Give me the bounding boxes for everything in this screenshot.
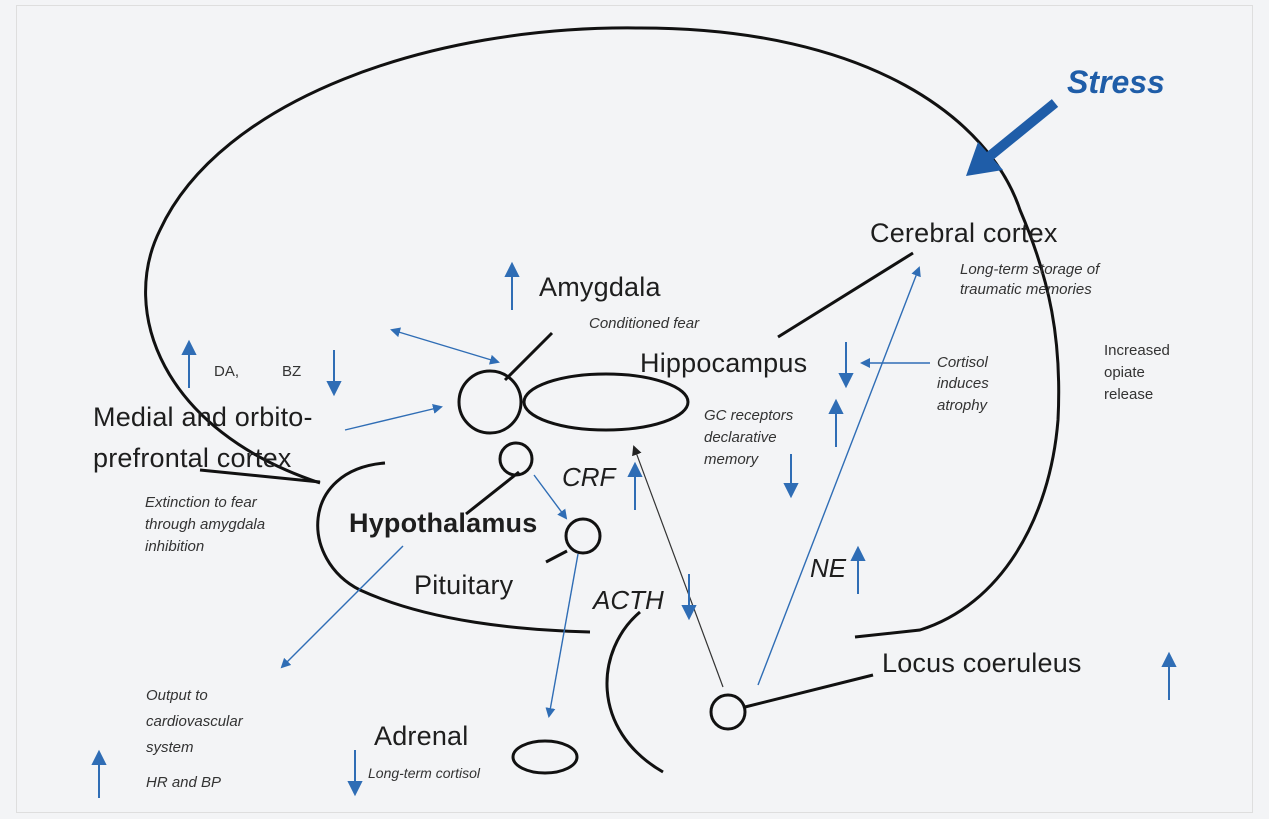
extinction-line-1: Extinction to fear [145,494,257,511]
output-line-3: system [146,739,194,756]
ne-label: NE [810,553,847,583]
hippocampus-ellipse [522,372,690,432]
crf-label: CRF [562,462,616,492]
adrenal-label: Adrenal [374,721,469,751]
opiate-line-2: opiate [1104,364,1145,381]
stress-arrowhead [966,142,1003,176]
cortex-note-line-2: traumatic memories [960,281,1092,298]
output-line-1: Output to [146,687,208,704]
extinction-line-3: inhibition [145,538,205,555]
hypothalamus-label: Hypothalamus [349,508,538,538]
cerebral-cortex-label: Cerebral cortex [870,218,1058,248]
adrenal-ellipse [511,739,579,775]
gc-line-1: GC receptors [704,407,794,424]
arrow-lc-hippocampus [632,445,724,688]
hr-bp-label: HR and BP [146,774,222,791]
arrow-lc-cortex [757,266,921,686]
opiate-line-1: Increased [1104,342,1170,359]
acth-label: ACTH [593,585,664,615]
hypothalamus-circle [498,441,534,477]
arrow-prefrontal-amygdala [344,404,443,431]
locus-coeruleus-circle [709,693,747,731]
long-term-cortisol-label: Long-term cortisol [368,765,481,781]
cortex-note-line-1: Long-term storage of [960,261,1100,278]
brain-outline [144,26,1061,639]
prefrontal-label-line-2: prefrontal cortex [93,443,292,473]
pituitary-label: Pituitary [414,570,514,600]
cortisol-line-1: Cortisol [937,354,988,371]
da-label: DA, [214,363,240,380]
cortisol-line-2: induces [937,375,989,392]
lower-left-line [199,468,321,484]
hippocampus-label: Hippocampus [640,348,808,378]
output-line-2: cardiovascular [146,713,243,730]
brainstem-curve [605,610,664,774]
arrow-hypothalamus-output [280,545,404,669]
cortisol-line-3: atrophy [937,397,988,414]
arrow-amygdala-prefrontal [390,327,500,365]
stress-arrow [981,99,1059,164]
arrow-hypothalamus-pituitary [533,474,568,520]
pituitary-circle [564,517,602,555]
locus-coeruleus-label: Locus coeruleus [882,648,1082,678]
inner-curve [316,461,591,634]
bz-label: BZ [282,363,302,380]
prefrontal-label-line-1: Medial and orbito- [93,402,313,432]
extinction-line-2: through amygdala [145,516,266,533]
amygdala-label: Amygdala [539,272,661,302]
stress-label: Stress [1067,64,1165,100]
amygdala-circle [457,369,523,435]
conditioned-fear-label: Conditioned fear [589,315,700,332]
indicator-arrows [91,261,1177,798]
gc-line-3: memory [704,451,759,468]
arrow-pituitary-adrenal [545,553,579,718]
opiate-line-3: release [1104,386,1154,403]
gc-line-2: declarative [704,429,777,446]
